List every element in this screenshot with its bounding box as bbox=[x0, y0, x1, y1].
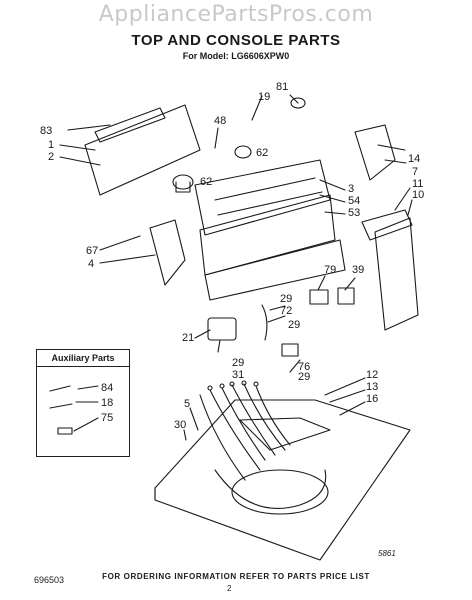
timer bbox=[207, 317, 237, 341]
part-label: 13 bbox=[366, 381, 378, 393]
end-cap-left bbox=[149, 219, 186, 286]
part-label: 2 bbox=[48, 151, 54, 163]
part-label: 1 bbox=[48, 139, 54, 151]
switch-39 bbox=[337, 287, 355, 305]
watermark: AppliancePartsPros.com bbox=[98, 2, 374, 27]
part-label: 31 bbox=[232, 369, 244, 381]
page-number: 2 bbox=[227, 584, 232, 593]
part-label: 10 bbox=[412, 189, 424, 201]
part-label: 5 bbox=[184, 398, 190, 410]
part-label: 72 bbox=[280, 305, 292, 317]
part-label: 39 bbox=[352, 264, 364, 276]
part-label: 3 bbox=[348, 183, 354, 195]
part-label: 12 bbox=[366, 369, 378, 381]
console-frame bbox=[194, 159, 331, 236]
auxiliary-parts-box: Auxiliary Parts 84 18 75 bbox=[36, 349, 130, 457]
side-panel bbox=[374, 217, 419, 331]
part-label: 11 bbox=[412, 178, 423, 190]
page-title: TOP AND CONSOLE PARTS bbox=[131, 32, 341, 49]
part-label: 48 bbox=[214, 115, 226, 127]
document-number: 696503 bbox=[34, 575, 65, 585]
part-label: 7 bbox=[412, 166, 418, 178]
part-label: 53 bbox=[348, 207, 360, 219]
part-label: 21 bbox=[182, 332, 194, 344]
auxiliary-parts-title: Auxiliary Parts bbox=[51, 353, 115, 363]
ordering-footer: FOR ORDERING INFORMATION REFER TO PARTS … bbox=[102, 572, 370, 581]
switch-76 bbox=[281, 343, 299, 357]
part-label: 30 bbox=[174, 419, 186, 431]
part-label: 62 bbox=[256, 147, 268, 159]
switch-79 bbox=[309, 289, 329, 305]
part-label: 4 bbox=[88, 258, 94, 270]
part-label: 76 bbox=[298, 361, 310, 373]
aux-part-label: 75 bbox=[101, 412, 114, 424]
part-label: 16 bbox=[366, 393, 378, 405]
part-label: 81 bbox=[276, 81, 288, 93]
part-label: 54 bbox=[348, 195, 360, 207]
figure-code: 5861 bbox=[378, 549, 396, 558]
part-label: 79 bbox=[324, 264, 336, 276]
part-label: 19 bbox=[258, 91, 270, 103]
auxiliary-parts-divider bbox=[37, 366, 129, 367]
top-panel bbox=[154, 399, 411, 561]
wire-harness bbox=[199, 383, 291, 481]
part-label: 62 bbox=[200, 176, 212, 188]
aux-part-label: 18 bbox=[101, 397, 114, 409]
aux-part-label: 84 bbox=[101, 382, 114, 394]
console-panel bbox=[84, 104, 201, 196]
part-label: 29 bbox=[280, 293, 292, 305]
part-label: 83 bbox=[40, 125, 52, 137]
part-label: 29 bbox=[298, 371, 310, 383]
model-subtitle: For Model: LG6606XPW0 bbox=[182, 51, 290, 61]
part-label: 14 bbox=[408, 153, 420, 165]
end-cap-right bbox=[354, 124, 396, 181]
part-label: 29 bbox=[232, 357, 244, 369]
part-label: 67 bbox=[86, 245, 98, 257]
part-label: 29 bbox=[288, 319, 300, 331]
